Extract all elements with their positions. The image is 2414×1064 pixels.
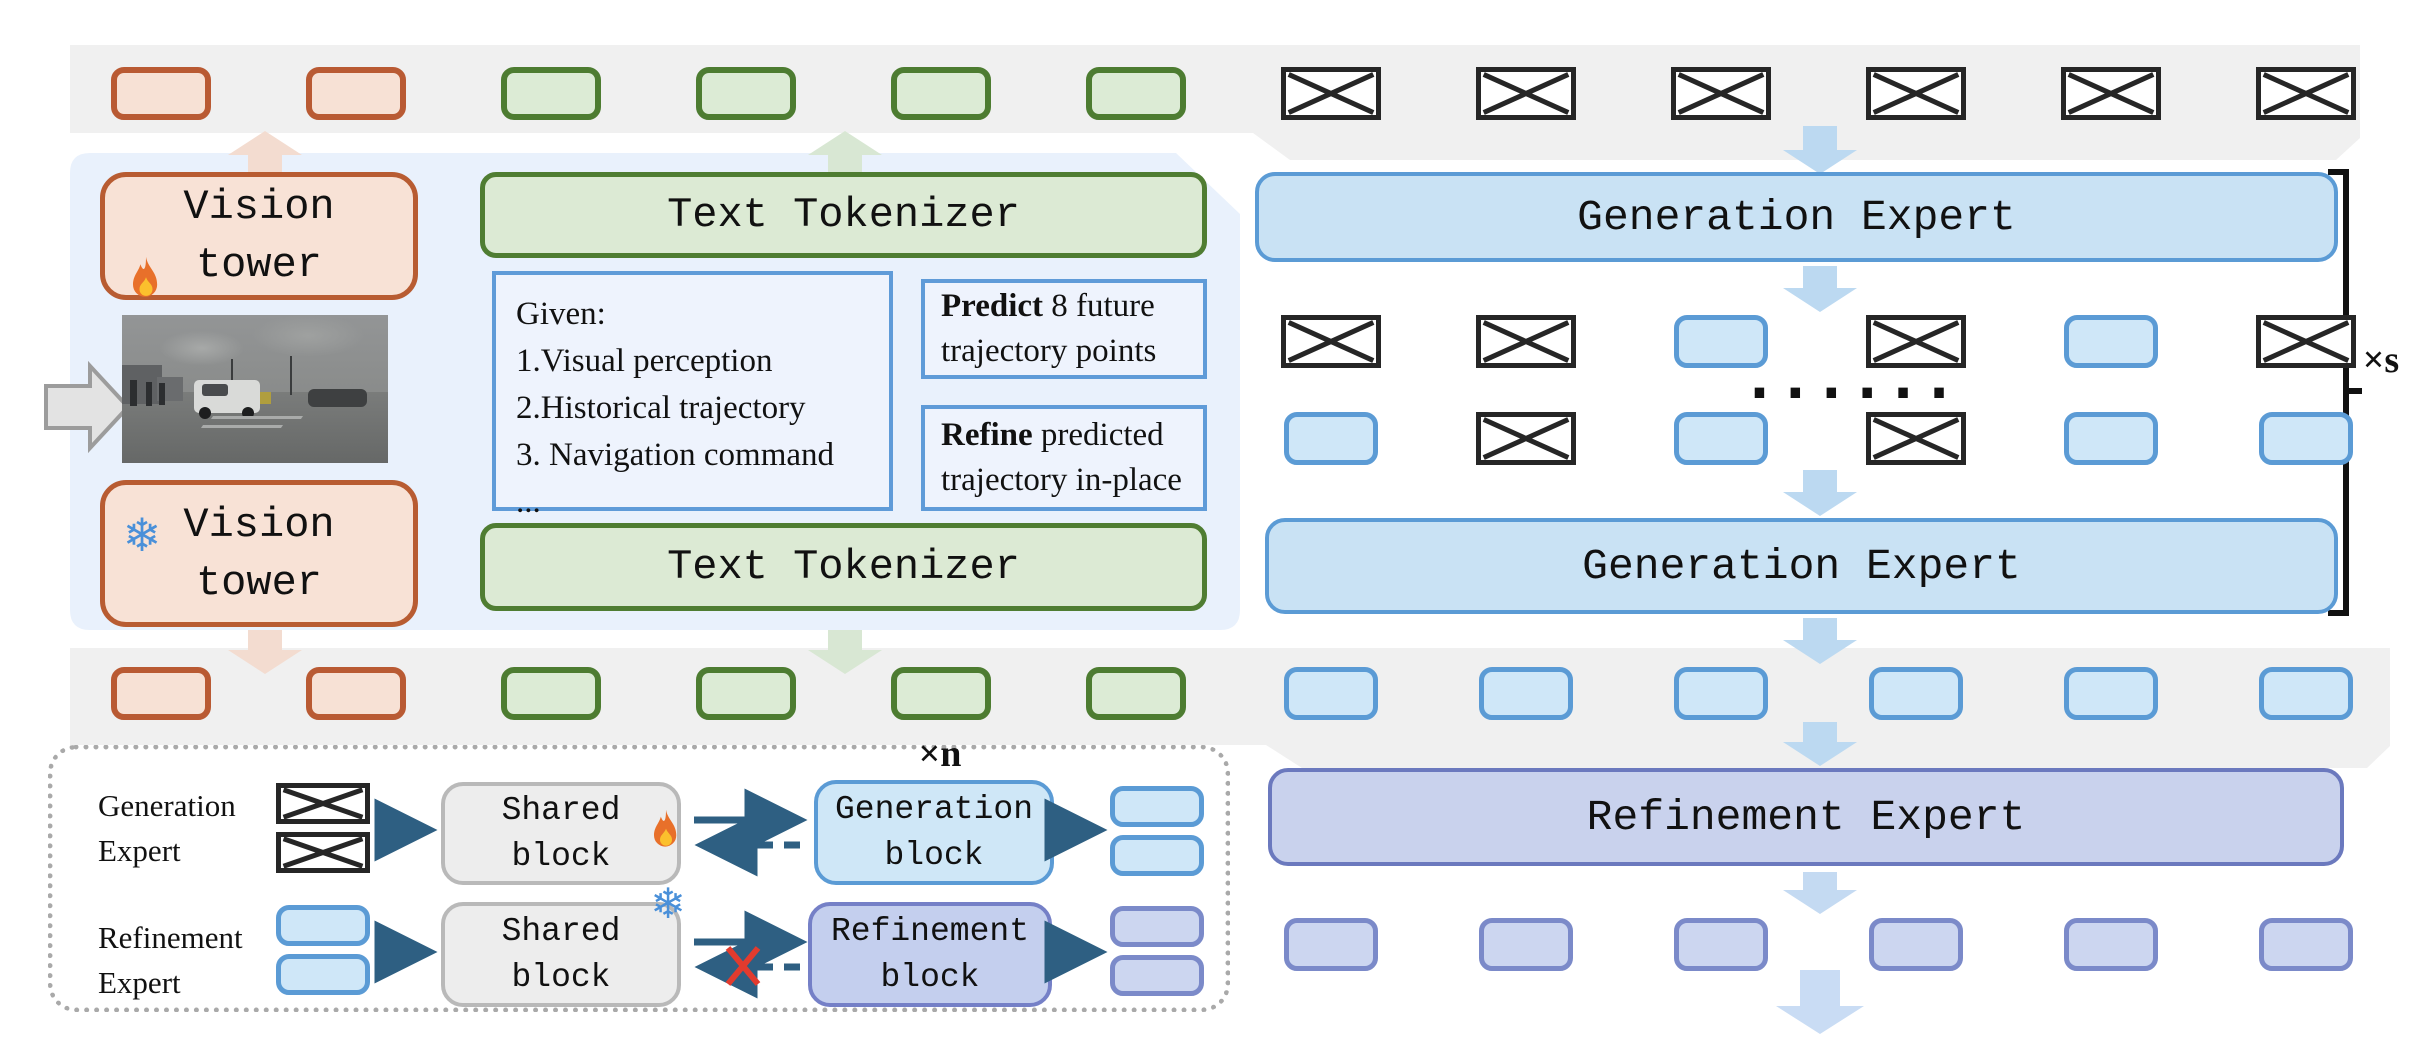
vision-tower-frozen: ❄ Vision tower xyxy=(100,480,418,627)
text-tokenizer-bottom: Text Tokenizer xyxy=(480,523,1207,611)
middle-token-row xyxy=(111,667,2356,720)
token-image xyxy=(306,67,406,120)
generation-expert-bottom: Generation Expert xyxy=(1265,518,2338,614)
token-generated xyxy=(1281,667,1381,720)
token-generated xyxy=(2061,315,2161,368)
token-masked xyxy=(1281,67,1381,120)
token-image xyxy=(111,67,211,120)
arrow-down-icon xyxy=(1783,470,1857,516)
legend-generation-block: Generation block xyxy=(814,780,1054,885)
token-refined xyxy=(1476,918,1576,971)
arrow-down-icon xyxy=(1776,970,1864,1034)
token-masked xyxy=(2061,67,2161,120)
token-generated xyxy=(2061,667,2161,720)
token-masked xyxy=(1866,315,1966,368)
token-masked xyxy=(2256,315,2356,368)
token-text xyxy=(1086,67,1186,120)
refine-task-box: Refine predicted trajectory in-place xyxy=(921,405,1207,511)
token-refined xyxy=(2256,918,2356,971)
vision-tower-label: Vision tower xyxy=(183,183,335,289)
refine-task-text: Refine predicted trajectory in-place xyxy=(941,417,1182,498)
token-refined xyxy=(1110,906,1204,947)
arrow-down-icon xyxy=(1783,126,1857,174)
token-generated xyxy=(1671,315,1771,368)
token-masked xyxy=(276,832,370,873)
token-refined xyxy=(1671,918,1771,971)
token-masked xyxy=(276,783,370,824)
token-text xyxy=(1086,667,1186,720)
legend-refinement-inputs xyxy=(276,905,370,995)
ellipsis-dots: ...... xyxy=(1742,344,1958,412)
prompt-box: Given: 1.Visual perception 2.Historical … xyxy=(492,271,893,520)
token-generated xyxy=(1110,835,1204,876)
token-masked xyxy=(1866,67,1966,120)
legend-shared-block-trainable: Shared block xyxy=(441,782,681,885)
token-generated xyxy=(1866,667,1966,720)
predict-task-text: Predict 8 future trajectory points xyxy=(941,288,1157,369)
token-generated xyxy=(2061,412,2161,465)
legend-shared-block-frozen: ❄ Shared block xyxy=(441,880,686,1007)
arrow-down-icon xyxy=(1783,618,1857,664)
arrow-down-icon xyxy=(1783,722,1857,766)
token-refined xyxy=(2061,918,2161,971)
refined-token-row xyxy=(1281,918,2356,971)
token-generated xyxy=(1671,412,1771,465)
token-masked xyxy=(1281,315,1381,368)
fire-icon xyxy=(643,762,689,847)
shared-block-label: Shared block xyxy=(501,912,621,996)
token-image xyxy=(111,667,211,720)
token-refined xyxy=(1866,918,1966,971)
token-masked xyxy=(2256,67,2356,120)
token-generated xyxy=(276,905,370,946)
top-token-row xyxy=(111,67,2356,120)
token-refined xyxy=(1281,918,1381,971)
token-refined xyxy=(1110,955,1204,996)
predict-task-box: Predict 8 future trajectory points xyxy=(921,279,1207,379)
legend-generation-inputs xyxy=(276,783,370,873)
token-masked xyxy=(1671,67,1771,120)
token-generated xyxy=(1671,667,1771,720)
token-text xyxy=(696,67,796,120)
legend-generation-expert-label: Generation Expert xyxy=(98,788,236,868)
token-generated xyxy=(1110,786,1204,827)
token-masked xyxy=(1476,315,1576,368)
legend-generation-outputs xyxy=(1110,786,1204,876)
token-image xyxy=(306,667,406,720)
snowflake-icon: ❄ xyxy=(122,508,162,562)
refinement-expert: Refinement Expert xyxy=(1268,768,2344,866)
vision-tower-trainable: Vision tower xyxy=(100,172,418,300)
token-text xyxy=(501,667,601,720)
token-generated xyxy=(2256,412,2356,465)
token-masked xyxy=(1476,67,1576,120)
input-arrow-icon xyxy=(44,360,131,454)
token-text xyxy=(501,67,601,120)
vision-tower-label: Vision tower xyxy=(183,500,335,607)
token-masked xyxy=(1866,412,1966,465)
token-text xyxy=(891,67,991,120)
arrow-up-icon xyxy=(228,131,302,177)
token-generated xyxy=(1476,667,1576,720)
text-tokenizer-top: Text Tokenizer xyxy=(480,172,1207,258)
generation-step-row-1 xyxy=(1281,315,2356,368)
token-generated xyxy=(276,954,370,995)
shared-block-label: Shared block xyxy=(501,791,621,875)
generation-step-row-2 xyxy=(1281,412,2356,465)
generation-expert-top: Generation Expert xyxy=(1255,172,2338,262)
token-text xyxy=(696,667,796,720)
arrow-up-icon xyxy=(808,131,882,177)
driving-scene-image xyxy=(122,315,388,463)
token-generated xyxy=(2256,667,2356,720)
snowflake-icon: ❄ xyxy=(650,879,686,928)
legend-refinement-outputs xyxy=(1110,906,1204,996)
repeat-n-label: ×n xyxy=(918,733,962,775)
arrow-down-icon xyxy=(1783,266,1857,312)
arrow-down-icon xyxy=(1783,872,1857,914)
token-text xyxy=(891,667,991,720)
fire-icon xyxy=(123,197,169,297)
token-masked xyxy=(1476,412,1576,465)
legend-refinement-block: Refinement block xyxy=(808,902,1052,1007)
legend-refinement-expert-label: Refinement Expert xyxy=(98,920,243,1000)
token-generated xyxy=(1281,412,1381,465)
repeat-s-label: ×s xyxy=(2362,339,2400,381)
